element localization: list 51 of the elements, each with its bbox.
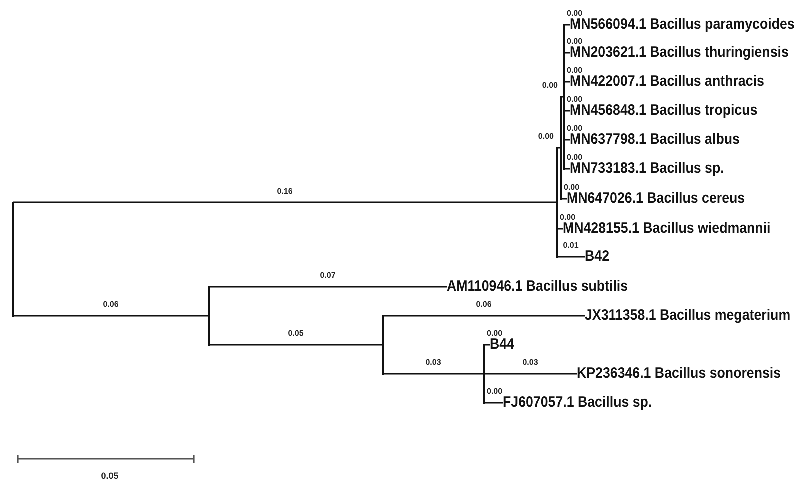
branch-line xyxy=(484,373,577,375)
branch-length-label: 0.03 xyxy=(522,358,540,367)
vertical-branch-line xyxy=(556,147,558,258)
taxon-label: MN428155.1 Bacillus wiedmannii xyxy=(563,221,771,237)
vertical-branch-line xyxy=(483,344,485,404)
taxon-label: B42 xyxy=(585,249,610,265)
branch-line xyxy=(13,202,557,204)
branch-length-label: 0.00 xyxy=(559,213,577,222)
branch-length-label: 0.07 xyxy=(319,271,337,280)
branch-length-label: 0.00 xyxy=(566,95,584,104)
taxon-label: B44 xyxy=(490,337,514,353)
scale-bar-label: 0.05 xyxy=(101,471,119,481)
branch-length-label: 0.06 xyxy=(102,300,120,309)
branch-length-label: 0.00 xyxy=(563,183,581,192)
branch-line xyxy=(484,402,503,404)
branch-length-label: 0.06 xyxy=(475,300,493,309)
taxon-label: MN422007.1 Bacillus anthracis xyxy=(570,74,764,90)
taxon-label: MN566094.1 Bacillus paramycoides xyxy=(570,17,795,33)
branch-length-label: 0.00 xyxy=(537,132,555,141)
taxon-label: MN647026.1 Bacillus cereus xyxy=(567,191,746,207)
branch-line xyxy=(209,286,447,288)
vertical-branch-line xyxy=(560,96,562,200)
branch-length-label: 0.00 xyxy=(486,387,504,396)
vertical-branch-line xyxy=(382,315,384,375)
branch-length-label: 0.05 xyxy=(287,329,305,338)
branch-length-label: 0.00 xyxy=(566,153,584,162)
branch-line xyxy=(209,344,383,346)
branch-length-label: 0.00 xyxy=(566,66,584,75)
taxon-label: KP236346.1 Bacillus sonorensis xyxy=(577,366,782,382)
branch-line xyxy=(13,315,209,317)
taxon-label: AM110946.1 Bacillus subtilis xyxy=(447,279,628,295)
branch-line xyxy=(383,315,585,317)
branch-length-label: 0.01 xyxy=(562,241,580,250)
branch-length-label: 0.00 xyxy=(566,37,584,46)
branch-length-label: 0.00 xyxy=(566,124,584,133)
taxon-label: MN203621.1 Bacillus thuringiensis xyxy=(570,45,789,61)
branch-length-label: 0.00 xyxy=(486,329,504,338)
branch-length-label: 0.00 xyxy=(566,9,584,18)
taxon-label: JX311358.1 Bacillus megaterium xyxy=(585,308,791,324)
vertical-branch-line xyxy=(12,202,14,317)
branch-length-label: 0.00 xyxy=(541,81,559,90)
branch-line xyxy=(383,373,484,375)
vertical-branch-line xyxy=(208,286,210,346)
branch-length-label: 0.03 xyxy=(424,358,442,367)
branch-line xyxy=(557,256,585,258)
taxon-label: MN733183.1 Bacillus sp. xyxy=(570,161,724,177)
branch-length-label: 0.16 xyxy=(276,186,294,196)
taxon-label: MN456848.1 Bacillus tropicus xyxy=(570,103,758,119)
taxon-label: FJ607057.1 Bacillus sp. xyxy=(503,395,652,411)
vertical-branch-line xyxy=(563,24,565,170)
taxon-label: MN637798.1 Bacillus albus xyxy=(570,132,740,148)
